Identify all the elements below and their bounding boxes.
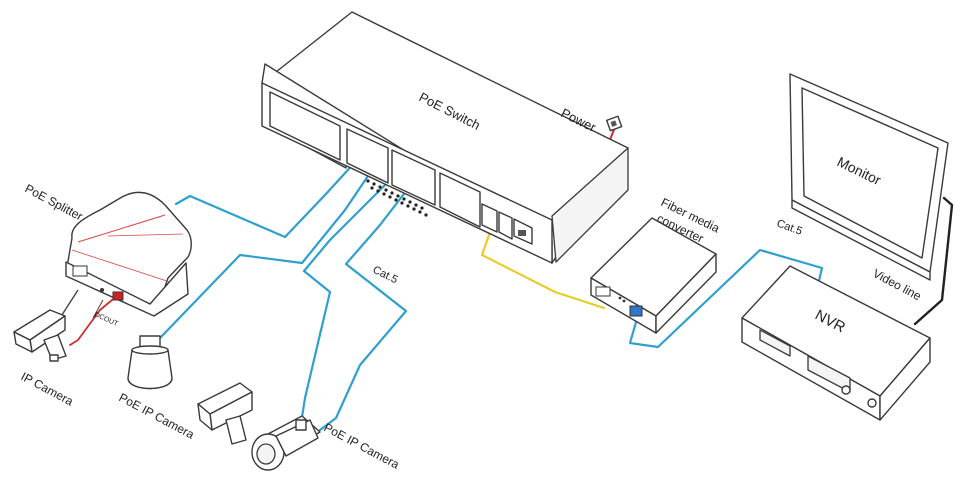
cat5-label-right: Cat.5 [775,218,804,238]
dcout-label: DCOUT [93,311,119,328]
ip-camera-label: IP Camera [19,369,76,408]
fiber-media-converter [590,217,717,334]
ip-camera [13,309,67,362]
dc-power-cable [69,299,113,346]
poe-box-camera [251,415,321,471]
fiber-cable [480,230,606,310]
dcout-lead [92,299,104,319]
poe-ptz-camera [127,335,173,390]
video-line [913,196,954,326]
poe-bullet-camera [197,382,253,445]
cat5-cable-ptz-camera [158,165,376,340]
cat5-cable-box-camera [318,184,412,432]
monitor [789,73,949,281]
switch-port-dots [366,179,428,217]
cat5-label-left: Cat.5 [371,264,400,286]
poe-splitter-label: PoE Splitter [23,181,86,223]
cat5-cable-splitter [174,158,359,239]
poe-ip-camera-label-2: PoE IP Camera [322,420,402,472]
splitter-camera-cable [59,289,79,319]
nvr [741,265,931,421]
poe-ip-camera-label-1: PoE IP Camera [117,390,197,442]
cat5-cable-nvr [628,248,824,349]
poe-splitter [65,191,192,317]
power-plug [605,115,623,132]
poe-switch [261,11,629,264]
cat5-cable-bullet-camera [298,175,395,432]
